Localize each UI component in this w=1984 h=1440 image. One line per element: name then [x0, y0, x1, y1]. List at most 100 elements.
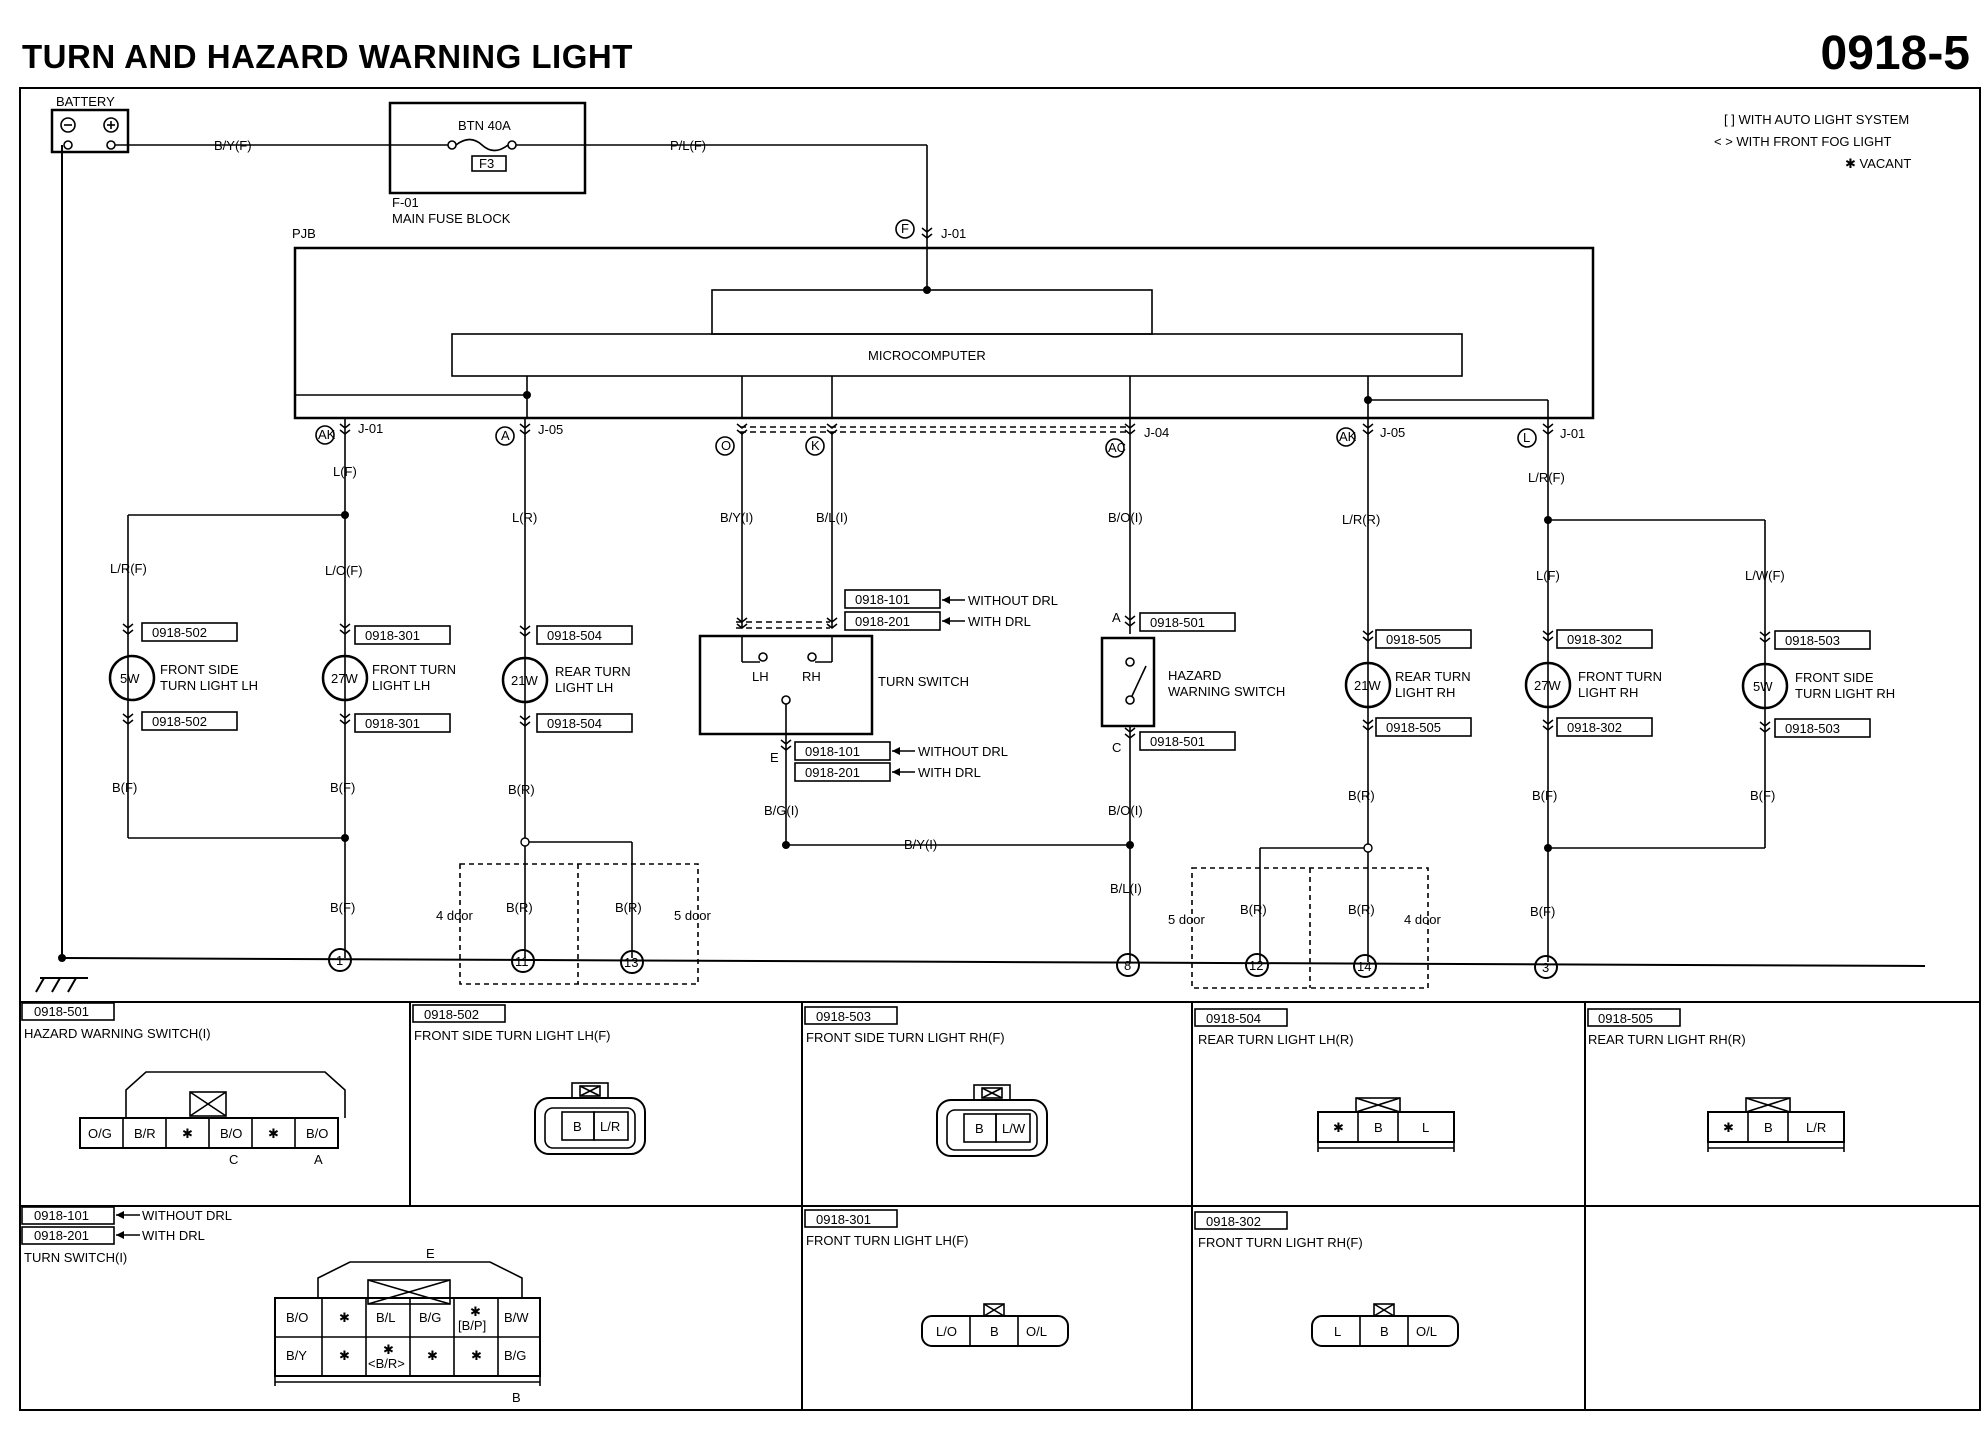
label-ft-rh-2: LIGHT RH — [1578, 685, 1638, 700]
pin-501-1: B/R — [134, 1126, 156, 1141]
pin-101-r2-3: ✱ — [427, 1348, 438, 1363]
wire-lrr: L/R(R) — [1342, 512, 1380, 527]
wire-bo-i-bottom: B/O(I) — [1108, 803, 1143, 818]
page-number: 0918-5 — [1820, 27, 1970, 80]
pin-101-r2-0: B/Y — [286, 1348, 307, 1363]
door-4-left: 4 door — [436, 908, 474, 923]
ground-8: 8 — [1124, 958, 1131, 973]
label-hazard-2: WARNING SWITCH — [1168, 684, 1285, 699]
view-101-with: WITH DRL — [142, 1228, 205, 1243]
conn-101-bottom: 0918-101 — [805, 744, 860, 759]
bulb-rt-lh: 21W — [511, 673, 538, 688]
conn-301-bottom: 0918-301 — [365, 716, 420, 731]
pin-301-0: L/O — [936, 1324, 957, 1339]
pin-101-r1-2: B/L — [376, 1310, 396, 1325]
wire-br-2: B(R) — [1348, 788, 1375, 803]
main-fuse-block — [388, 101, 587, 195]
wire-lf: L(F) — [333, 464, 357, 479]
pin-501-3: B/O — [220, 1126, 242, 1141]
legend-front-fog: < > WITH FRONT FOG LIGHT — [1714, 134, 1891, 149]
conn-505-top: 0918-505 — [1386, 632, 1441, 647]
legend-auto-light: [ ] WITH AUTO LIGHT SYSTEM — [1724, 112, 1909, 127]
terminal-o: O — [721, 438, 731, 453]
label-rt-lh-1: REAR TURN — [555, 664, 631, 679]
view-101-without: WITHOUT DRL — [142, 1208, 232, 1223]
joint-j01-top: J-01 — [941, 226, 966, 241]
pin-501-4: ✱ — [268, 1126, 279, 1141]
view-301-name: FRONT TURN LIGHT LH(F) — [806, 1233, 969, 1248]
view-505-name: REAR TURN LIGHT RH(R) — [1588, 1032, 1746, 1047]
joint-j05-right: J-05 — [1380, 425, 1405, 440]
wire-br-1: B(R) — [508, 782, 535, 797]
view-503-id: 0918-503 — [816, 1009, 871, 1024]
view-503-name: FRONT SIDE TURN LIGHT RH(F) — [806, 1030, 1005, 1045]
pin-101-r1-0: B/O — [286, 1310, 308, 1325]
label-rt-rh-2: LIGHT RH — [1395, 685, 1455, 700]
conn-502-top: 0918-502 — [152, 625, 207, 640]
pin-101-r1-5: B/W — [504, 1310, 529, 1325]
wire-lwf: L/W(F) — [1745, 568, 1785, 583]
pin-101-r1-3: B/G — [419, 1310, 441, 1325]
label-fs-rh-2: TURN LIGHT RH — [1795, 686, 1895, 701]
terminal-l: L — [1523, 430, 1530, 445]
label-turn-switch: TURN SWITCH — [878, 674, 969, 689]
pin-302-0: L — [1334, 1324, 1341, 1339]
pin-505-0: ✱ — [1723, 1120, 1734, 1135]
label-c: C — [1112, 740, 1121, 755]
label-rt-rh-1: REAR TURN — [1395, 669, 1471, 684]
terminal-a: A — [501, 428, 510, 443]
view-504-name: REAR TURN LIGHT LH(R) — [1198, 1032, 1354, 1047]
view-501-a: A — [314, 1152, 323, 1167]
conn-502-bottom: 0918-502 — [152, 714, 207, 729]
pin-302-2: O/L — [1416, 1324, 1437, 1339]
view-201-id: 0918-201 — [34, 1228, 89, 1243]
label-lh: LH — [752, 669, 769, 684]
pin-504-2: L — [1422, 1120, 1429, 1135]
ground-11: 11 — [515, 954, 529, 969]
wire-lr: L(R) — [512, 510, 537, 525]
view-302-id: 0918-302 — [1206, 1214, 1261, 1229]
page-title: TURN AND HAZARD WARNING LIGHT — [22, 38, 633, 75]
pjb-box — [293, 246, 1595, 420]
wire-by-i-bottom: B/Y(I) — [904, 837, 937, 852]
joint-j05-left: J-05 — [538, 422, 563, 437]
fuse-block-id: F-01 — [392, 195, 419, 210]
pin-501-2: ✱ — [182, 1126, 193, 1141]
conn-504-bottom: 0918-504 — [547, 716, 602, 731]
wire-br-5: B(R) — [1240, 902, 1267, 917]
view-501-c: C — [229, 1152, 238, 1167]
wire-pl-f: P/L(F) — [670, 138, 706, 153]
ground-3: 3 — [1542, 960, 1549, 975]
pin-504-1: B — [1374, 1120, 1383, 1135]
drl-with-bottom: WITH DRL — [918, 765, 981, 780]
fuse-id: F3 — [479, 156, 494, 171]
conn-201-bottom: 0918-201 — [805, 765, 860, 780]
wire-br-3: B(R) — [506, 900, 533, 915]
bulb-rt-rh: 21W — [1354, 678, 1381, 693]
label-ft-rh-1: FRONT TURN — [1578, 669, 1662, 684]
label-ft-lh-1: FRONT TURN — [372, 662, 456, 677]
conn-501-bottom: 0918-501 — [1150, 734, 1205, 749]
pjb-label: PJB — [292, 226, 316, 241]
label-rt-lh-2: LIGHT LH — [555, 680, 613, 695]
conn-505-bottom: 0918-505 — [1386, 720, 1441, 735]
conn-504-top: 0918-504 — [547, 628, 602, 643]
terminal-ac: AC — [1108, 440, 1126, 455]
microcomputer-box — [451, 333, 1463, 377]
view-501-name: HAZARD WARNING SWITCH(I) — [24, 1026, 211, 1041]
wire-lrf-right: L/R(F) — [1528, 470, 1565, 485]
pin-101-r2-sub: <B/R> — [368, 1356, 405, 1371]
wire-bf-2: B(F) — [330, 780, 355, 795]
wire-bg-i: B/G(I) — [764, 803, 799, 818]
pin-101-r2-2: ✱ — [383, 1342, 394, 1357]
wire-bf-5: B(F) — [330, 900, 355, 915]
pin-101-r1-4: ✱ — [470, 1304, 481, 1319]
bulb-fs-rh: 5W — [1753, 679, 1773, 694]
label-rh: RH — [802, 669, 821, 684]
pin-505-1: B — [1764, 1120, 1773, 1135]
label-ft-lh-2: LIGHT LH — [372, 678, 430, 693]
conn-302-bottom: 0918-302 — [1567, 720, 1622, 735]
wire-lf-right: L(F) — [1536, 568, 1560, 583]
battery-box — [50, 108, 130, 154]
